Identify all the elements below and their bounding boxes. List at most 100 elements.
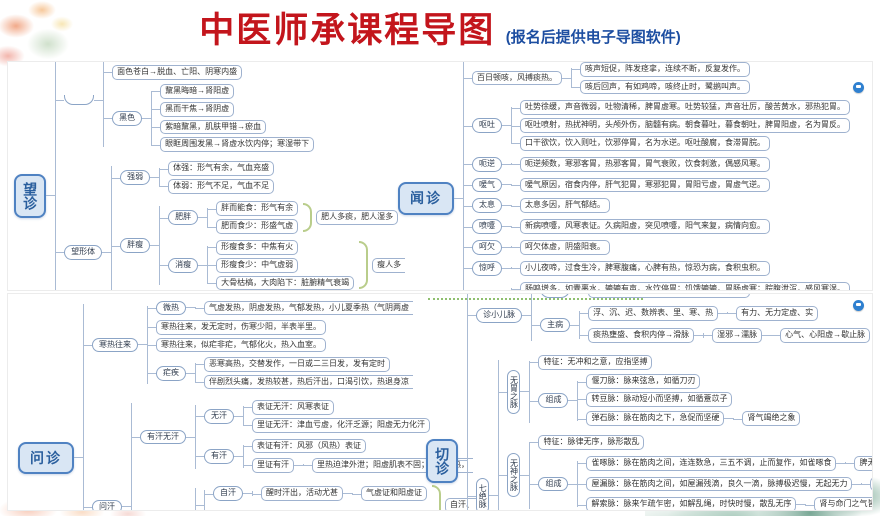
mindmap-node[interactable]: 无汗 xyxy=(204,408,234,424)
mindmap-node[interactable]: 弹石脉：脉在筋肉之下，急促而坚硬 xyxy=(586,411,725,427)
mindmap-node[interactable]: 胃气营卫将绝之候 xyxy=(870,476,872,492)
mindmap-root-wenzhen[interactable]: 闻诊 xyxy=(398,181,454,215)
mindmap-node[interactable]: 胖瘦 xyxy=(120,238,151,254)
mindmap-node[interactable]: 浮、沉、迟、数辨表、里、寒、热 xyxy=(588,305,719,321)
mindmap-node[interactable]: 眼眶周围发黑→肾虚水饮内停；寒湿带下 xyxy=(160,137,315,153)
mindmap-node[interactable]: 胖而能食：形气有余 xyxy=(216,201,299,217)
mindmap-node[interactable]: 呕吐 xyxy=(472,118,502,133)
mindmap-node[interactable]: 屋漏脉：脉在筋肉之间，如屋漏残滴，良久一滴，脉搏极迟慢，无起无力 xyxy=(586,476,853,492)
mindmap-node[interactable]: 大骨枯槁，大肉陷下：脏腑精气衰竭 xyxy=(216,275,355,290)
mindmap-node[interactable]: 肠鸣增多，如囊裹水，辘辘有声，水饮停胃；饥饿辘辘，胃肠虚寒；脘腹泄泻，感风寒湿。 xyxy=(520,281,850,290)
mindmap-note[interactable]: 瘦人多 xyxy=(372,257,406,273)
mindmap-node[interactable]: 肥胖 xyxy=(168,210,199,226)
mindmap-node[interactable]: 寒热往来 xyxy=(92,337,138,353)
mindmap-node[interactable]: 醒时汗出，活动尤甚 xyxy=(261,486,343,501)
mindmap-node[interactable]: 嗳气原因，宿食内停，肝气犯胃，寒邪犯胃，胃阳亏虚，胃虚气逆。 xyxy=(520,177,770,193)
connector-line xyxy=(724,418,734,420)
mindmap-node[interactable]: 气虚证和阳虚证 xyxy=(361,486,427,501)
mindmap-node[interactable]: 太息 xyxy=(472,198,502,214)
mindmap-node[interactable]: 新病喷嚏，风寒表证。久病阳虚，突见喷嚏，阳气来复，病情向愈。 xyxy=(520,219,770,234)
mindmap-node[interactable]: 偃刀脉：脉来弦急，如循刀刃 xyxy=(586,374,701,389)
mindmap-node[interactable]: 气虚发热，阴虚发热，气郁发热，小儿夏季热（气阴两虚 xyxy=(204,300,413,316)
mindmap-node[interactable]: 面色苍白→脱血、亡阳、阴寒内盛 xyxy=(112,64,243,80)
mindmap-node[interactable]: 恶寒高热，交替发作，一日或二三日发，发有定时 xyxy=(204,356,390,372)
mindmap-node[interactable]: 望形体 xyxy=(64,244,103,260)
mindmap-node[interactable]: 里证无汗：津血亏虚，化汗乏源；阳虚无力化汗 xyxy=(252,417,430,433)
mindmap-node[interactable]: 转豆脉：脉动短小而坚搏，如循薏苡子 xyxy=(586,391,733,407)
mindmap-node[interactable]: 消瘦 xyxy=(168,257,199,273)
mindmap-node[interactable]: 黑色 xyxy=(112,110,143,126)
mindmap-node[interactable]: 咳后回声，有如鸡啼，咳终止时，鹭鹚叫声。 xyxy=(580,79,750,95)
tree-child: 恶寒高热，交替发作，一日或二三日发，发有定时 xyxy=(195,356,413,372)
mindmap-node[interactable]: 口干欲饮，饮入则吐，饮邪停胃，名为水逆。呕吐酸腐，食滞胃脘。 xyxy=(520,135,770,151)
mindmap-node[interactable]: 问汗 xyxy=(92,499,122,510)
mindmap-node[interactable]: 惊呼 xyxy=(472,260,502,276)
mindmap-node[interactable]: 微热 xyxy=(156,300,186,316)
mindmap-node[interactable]: 紫暗黧黑，肌肤甲错→瘀血 xyxy=(160,119,267,135)
mindmap-node[interactable]: 强弱 xyxy=(120,170,151,185)
mindmap-node[interactable]: 解索脉：脉来乍疏乍密，如解乱绳，时快时慢，散乱无序 xyxy=(586,497,797,510)
mindmap-node[interactable]: 组成 xyxy=(538,393,569,409)
mindmap-node[interactable]: 疟疾 xyxy=(156,365,186,381)
mindmap-node[interactable]: 湿邪→濡脉 xyxy=(712,328,763,343)
mindmap-node[interactable]: 肾与命门之气皆亡 xyxy=(814,497,872,510)
mindmap-node[interactable]: 雀啄脉：脉在筋肉之间，连连数急，三五不调，止而复作，如雀啄食 xyxy=(586,455,837,471)
connector-line xyxy=(122,506,131,508)
mindmap-node[interactable]: 体弱：形气不足，气血不足 xyxy=(168,179,275,194)
mindmap-node[interactable]: 黧黑晦暗→肾阳虚 xyxy=(160,84,235,99)
mindmap-node[interactable]: 呃逆 xyxy=(472,156,502,172)
connector-line xyxy=(454,197,463,199)
mindmap-node[interactable]: 寒热往来，似疟非疟，气郁化火，热入血室。 xyxy=(156,337,326,353)
mindmap-node[interactable]: 主病 xyxy=(540,317,571,333)
mindmap-node[interactable]: 伴剧烈头痛，发热较甚，热后汗出，口渴引饮，热退身凉 xyxy=(204,374,413,390)
mindmap-node[interactable] xyxy=(64,95,95,106)
mindmap-node[interactable]: 体强：形气有余，气血充盛 xyxy=(168,161,275,177)
mindmap-root-wangzhen[interactable]: 望诊 xyxy=(14,173,47,218)
mindmap-node[interactable]: 一指定三关，诊浮沉迟数（三岁以上小儿） xyxy=(588,294,751,299)
mindmap-node[interactable]: 无神之脉 xyxy=(507,453,521,498)
mindmap-node[interactable]: 特征：无冲和之意，应指坚搏 xyxy=(538,354,653,370)
mindmap-node[interactable]: 里证有汗 xyxy=(252,457,294,473)
mindmap-root-wenzhen-inquiry[interactable]: 问诊 xyxy=(18,441,74,475)
mindmap-node[interactable]: 形瘦食多：中焦有火 xyxy=(216,239,299,255)
mindmap-node[interactable]: 呵欠体虚，阴盛阳衰。 xyxy=(520,239,610,255)
mindmap-node[interactable]: 小儿夜啼，过食生冷，脾寒腹痛，心脾有热，惊恐为病，食积虫积。 xyxy=(520,260,770,276)
tree-child: 诊小儿脉 诊法 一指定三关，诊浮沉迟数（三岁以上小儿） 主病 浮、沉、迟、数辨表、里、寒… xyxy=(467,294,872,349)
mindmap-node[interactable]: 黑而干焦→肾阴虚 xyxy=(160,101,235,117)
mindmap-node[interactable]: 肾气竭绝之象 xyxy=(742,411,801,427)
mindmap-node[interactable]: 表证无汗：风寒表证 xyxy=(252,399,334,415)
mindmap-node[interactable]: 无胃之脉 xyxy=(507,369,521,414)
mindmap-node[interactable]: 脾无谷气已绝于内 xyxy=(854,455,872,471)
mindmap-node[interactable]: 有汗 xyxy=(204,448,234,464)
mindmap-node[interactable]: 呃逆频数，寒邪客胃，热邪客胃，胃气衰败，饮食刺激，偶感风寒。 xyxy=(520,156,770,172)
mindmap-node[interactable]: 嗳气 xyxy=(472,177,502,193)
mindmap-note[interactable]: 自汗、 xyxy=(445,498,478,510)
tree-child: 太息 太息多因，肝气郁结。 xyxy=(463,197,850,215)
mindmap-node[interactable]: 肥而食少：形盛气虚 xyxy=(216,219,299,234)
mindmap-node[interactable]: 喷嚏 xyxy=(472,219,502,234)
mindmap-node[interactable]: 有力、无力定虚、实 xyxy=(736,305,819,321)
mindmap-node[interactable]: 咳声短促，阵发痉挛，连续不断，反复发作。 xyxy=(580,62,750,77)
mindmap-node[interactable]: 太息多因，肝气郁结。 xyxy=(520,198,610,214)
mindmap-node[interactable]: 百日顿咳，风搏痰热。 xyxy=(472,70,562,86)
mindmap-node[interactable]: 七绝脉 xyxy=(476,477,490,510)
mindmap-node[interactable]: 呕吐喷射，热扰神明，头颅外伤，脑髓有病。朝食暮吐，暮食朝吐，脾胃阳虚，名为胃反。 xyxy=(520,118,850,133)
mindmap-node[interactable]: 有汗无汗 xyxy=(140,429,186,445)
tree-child: 表证有汗：风邪（风热）表证 xyxy=(243,438,473,454)
mindmap-node[interactable]: 特征：脉律无序，脉形散乱 xyxy=(538,435,645,450)
mindmap-node[interactable]: 自汗 xyxy=(213,486,243,501)
mindmap-node[interactable]: 寒热往来，发无定时，伤寒少阳，半表半里。 xyxy=(156,319,326,335)
mindmap-node[interactable]: 表证有汗：风邪（风热）表证 xyxy=(252,438,366,454)
comment-badge-icon[interactable] xyxy=(853,300,864,311)
mindmap-node[interactable]: 诊法 xyxy=(540,294,571,299)
mindmap-node[interactable]: 吐势徐缓，声音微弱，吐物清稀，脾胃虚寒。吐势较猛，声音壮厉，酸苦黄水，邪热犯胃。 xyxy=(520,100,850,116)
mindmap-note[interactable]: 肥人多痰，肥人湿多 xyxy=(316,210,399,226)
mindmap-root-qiezhen[interactable]: 切诊 xyxy=(426,438,459,483)
mindmap-node[interactable]: 心气、心阳虚→歇止脉 xyxy=(780,328,871,343)
mindmap-node[interactable]: 组成 xyxy=(538,476,569,492)
comment-badge-icon[interactable] xyxy=(853,82,864,93)
mindmap-node[interactable]: 痰热壅盛、食积内停→滑脉 xyxy=(588,328,695,343)
mindmap-node[interactable]: 呵欠 xyxy=(472,239,502,255)
mindmap-node[interactable]: 诊小儿脉 xyxy=(476,307,523,323)
mindmap-node[interactable]: 形瘦食少：中气虚弱 xyxy=(216,257,299,273)
